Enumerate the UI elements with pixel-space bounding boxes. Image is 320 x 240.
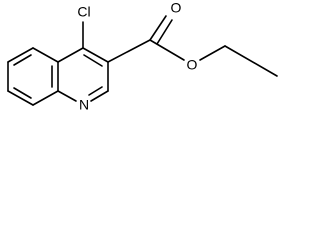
double-bond-c2-n1-inner bbox=[88, 86, 103, 96]
double-bond-c4-c3-inner bbox=[83, 54, 103, 67]
bond-c4-c3 bbox=[82, 47, 109, 63]
bond-carbonyl-o-double-a bbox=[149, 15, 167, 41]
ester-oxygen-label: O bbox=[187, 57, 198, 73]
ring-nitrogen-label: N bbox=[79, 97, 89, 113]
chemical-structure-diagram: Cl O O N bbox=[7, 0, 278, 113]
benzene-ring bbox=[7, 47, 59, 106]
bond-c7-c8 bbox=[7, 90, 34, 106]
bond-carbonyl-ester-o bbox=[149, 39, 185, 61]
chlorine-label: Cl bbox=[77, 4, 90, 20]
bond-c5-c6 bbox=[7, 47, 34, 63]
bond-c4a-c5 bbox=[32, 47, 59, 63]
ethyl-ester-group bbox=[107, 15, 278, 77]
bond-ester-o-ch2 bbox=[199, 45, 226, 61]
pyridine-ring bbox=[57, 47, 109, 102]
bond-n1-c8a bbox=[57, 90, 77, 102]
bond-carbonyl-o-double-b bbox=[156, 19, 173, 45]
double-bond-c7-c8-inner bbox=[13, 87, 32, 99]
carbonyl-oxygen-label: O bbox=[171, 0, 182, 16]
double-bond-c5-c6-inner bbox=[13, 54, 32, 66]
bond-c2-n1 bbox=[90, 90, 109, 102]
bond-c4a-c4 bbox=[57, 47, 84, 63]
bond-ch2-ch3 bbox=[224, 45, 278, 77]
bond-c8-c8a bbox=[32, 90, 59, 106]
bond-c3-carbonyl bbox=[107, 39, 151, 63]
